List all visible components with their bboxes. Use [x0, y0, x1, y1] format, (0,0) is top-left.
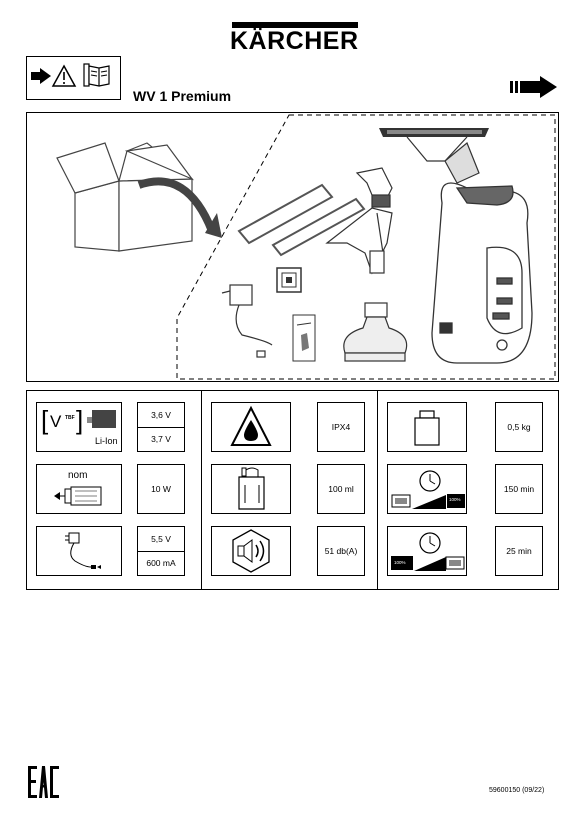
- voltage-unit-label: V: [50, 412, 62, 431]
- water-drop-warning-icon: [211, 402, 291, 452]
- noise-value: 51 db(A): [317, 526, 365, 576]
- nominal-label: nom: [68, 470, 88, 481]
- power-value: 10 W: [137, 464, 185, 514]
- charger-voltage-value: 5,5 V: [151, 533, 171, 544]
- product-title: WV 1 Premium: [133, 88, 232, 104]
- header-symbol-box: [26, 56, 121, 100]
- brand-name: KÄRCHER: [230, 27, 359, 55]
- runtime-value: 150 min: [495, 464, 543, 514]
- microfibre-pads-icon: [237, 183, 366, 257]
- runtime-full-percent: 100%: [449, 497, 461, 502]
- charger-icon: [221, 284, 273, 358]
- manual-leaflet-icon: [292, 314, 316, 362]
- charge-time-value: 25 min: [495, 526, 543, 576]
- weight-icon: [387, 402, 467, 452]
- charge-time-icon: 100%: [387, 526, 467, 576]
- li-ion-label: Li-Ion: [95, 436, 118, 446]
- weight-value: 0,5 kg: [495, 402, 543, 452]
- runtime-icon: 100%: [387, 464, 467, 514]
- eac-mark: [28, 766, 59, 798]
- document-number: 59600150 (09/22): [489, 787, 545, 794]
- voltage-value-nominal: 3,6 V: [151, 409, 171, 420]
- voltage-value-rated: 3,7 V: [138, 426, 184, 452]
- battery-voltage-icon: [ V TBF ] Li-Ion: [36, 402, 122, 452]
- box-icon: [56, 142, 194, 252]
- tank-icon: [211, 464, 291, 514]
- squeegee-head-icon: [379, 128, 489, 184]
- warning-icon: [51, 64, 77, 87]
- package-contents-illustration: [26, 112, 559, 382]
- charger-current-value: 600 mA: [138, 550, 184, 576]
- karcher-logo: KÄRCHER: [230, 22, 360, 56]
- tank-volume-value: 100 ml: [317, 464, 365, 514]
- ip-rating-value: IPX4: [317, 402, 365, 452]
- manual-book-icon: [83, 63, 110, 87]
- battery-tag-label: TBF: [65, 415, 75, 421]
- arrow-right-icon: [31, 68, 51, 84]
- next-page-arrow-icon: [510, 76, 557, 98]
- sound-icon: [211, 526, 291, 576]
- charger-icon: [36, 526, 122, 576]
- battery-voltage-values: 3,6 V 3,7 V: [137, 402, 185, 452]
- detergent-bottle-icon: [343, 302, 408, 362]
- quick-card-icon: [276, 267, 302, 293]
- spray-bottle-icon: [325, 167, 393, 275]
- technical-data-panel: [ V TBF ] Li-Ion 3,6 V 3,7 V nom 10 W: [26, 390, 559, 590]
- charge-full-percent: 100%: [394, 560, 406, 565]
- window-vac-device-icon: [431, 182, 533, 364]
- power-nominal-icon: nom: [36, 464, 122, 514]
- charger-values: 5,5 V 600 mA: [137, 526, 185, 576]
